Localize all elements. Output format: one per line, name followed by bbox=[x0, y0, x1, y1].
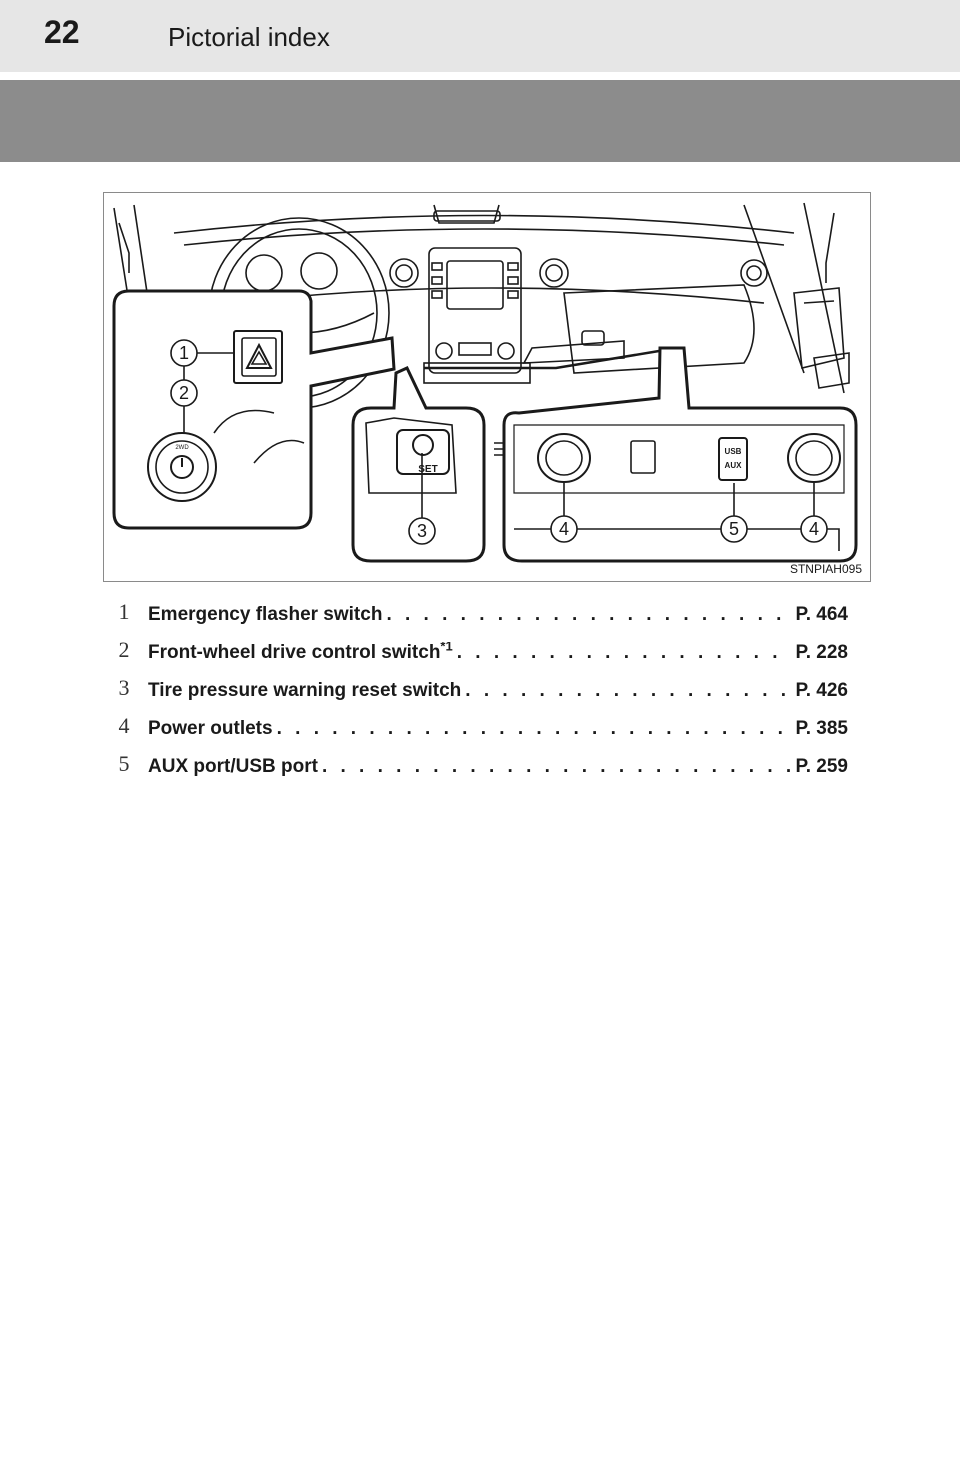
callout-5-label: 5 bbox=[729, 519, 739, 539]
tpms-detail bbox=[351, 366, 504, 563]
center-stack bbox=[423, 247, 531, 384]
legend-number: 5 bbox=[118, 751, 130, 776]
legend-item: 5 AUX port/USB port . . . . . . . . . . … bbox=[108, 751, 849, 794]
callout-2 bbox=[170, 379, 198, 407]
legend-item: 4 Power outlets . . . . . . . . . . . . … bbox=[108, 713, 849, 756]
legend-label: AUX port/USB port bbox=[148, 756, 318, 777]
page-reference-link[interactable]: P. 228 bbox=[795, 642, 848, 663]
callout-3 bbox=[408, 517, 436, 545]
leader-dots: . . . . . . . . . . . . . . . . . . . . … bbox=[386, 604, 791, 625]
legend-list: 1 Emergency flasher switch . . . . . . .… bbox=[108, 599, 849, 794]
callout-5 bbox=[720, 515, 748, 543]
footnote-marker: *1 bbox=[440, 642, 453, 654]
figure-id: STNPIAH095 bbox=[789, 562, 862, 576]
mode-label: 2WD bbox=[175, 445, 189, 451]
legend-item: 1 Emergency flasher switch . . . . . . .… bbox=[108, 599, 849, 642]
callout-2-label: 2 bbox=[179, 383, 189, 403]
section-title: Pictorial index bbox=[168, 22, 330, 52]
legend-number: 4 bbox=[118, 713, 130, 738]
page-header: 22 Pictorial index bbox=[0, 0, 960, 72]
leader-dots: . . . . . . . . . . . . . . . . . . . . … bbox=[456, 642, 792, 663]
page-reference-link[interactable]: P. 259 bbox=[795, 756, 848, 777]
legend-number: 1 bbox=[118, 599, 130, 624]
dashboard-drawing: 1 2 3 4 5 4 SET USB AUX 2WD bbox=[112, 202, 858, 563]
callout-3-label: 3 bbox=[417, 521, 427, 541]
callout-1-label: 1 bbox=[179, 343, 189, 363]
legend-number: 3 bbox=[118, 675, 130, 700]
legend-label: Power outlets bbox=[148, 718, 273, 739]
air-vents bbox=[389, 258, 768, 288]
aux-label: AUX bbox=[725, 461, 743, 470]
callout-4b-label: 4 bbox=[809, 519, 819, 539]
legend-number: 2 bbox=[118, 637, 130, 662]
page-reference-link[interactable]: P. 426 bbox=[795, 680, 848, 701]
callout-1 bbox=[170, 339, 198, 367]
legend-item: 2 Front-wheel drive control switch*1 . .… bbox=[108, 637, 849, 680]
callout-4a-label: 4 bbox=[559, 519, 569, 539]
legend-item: 3 Tire pressure warning reset switch . .… bbox=[108, 675, 849, 718]
page-reference-link[interactable]: P. 385 bbox=[795, 718, 848, 739]
passenger-dash bbox=[563, 284, 850, 389]
callout-4a bbox=[550, 515, 578, 543]
leader-dots: . . . . . . . . . . . . . . . . . . . . … bbox=[465, 680, 791, 701]
callout-4b bbox=[800, 515, 828, 543]
dashboard-illustration: 1 2 3 4 5 4 SET USB AUX 2WD STNPIAH095 bbox=[103, 192, 871, 582]
legend-label: Emergency flasher switch bbox=[148, 604, 383, 625]
set-label: SET bbox=[418, 464, 437, 475]
leader-dots: . . . . . . . . . . . . . . . . . . . . … bbox=[321, 756, 792, 777]
callouts bbox=[170, 339, 828, 545]
page-reference-link[interactable]: P. 464 bbox=[795, 604, 848, 625]
usb-label: USB bbox=[725, 447, 742, 456]
page-number: 22 bbox=[44, 14, 80, 50]
legend-label: Front-wheel drive control switch bbox=[148, 642, 441, 663]
outlets-detail bbox=[424, 340, 858, 563]
legend-label: Tire pressure warning reset switch bbox=[148, 680, 462, 701]
leader-dots: . . . . . . . . . . . . . . . . . . . . … bbox=[276, 718, 792, 739]
header-band bbox=[0, 80, 960, 162]
